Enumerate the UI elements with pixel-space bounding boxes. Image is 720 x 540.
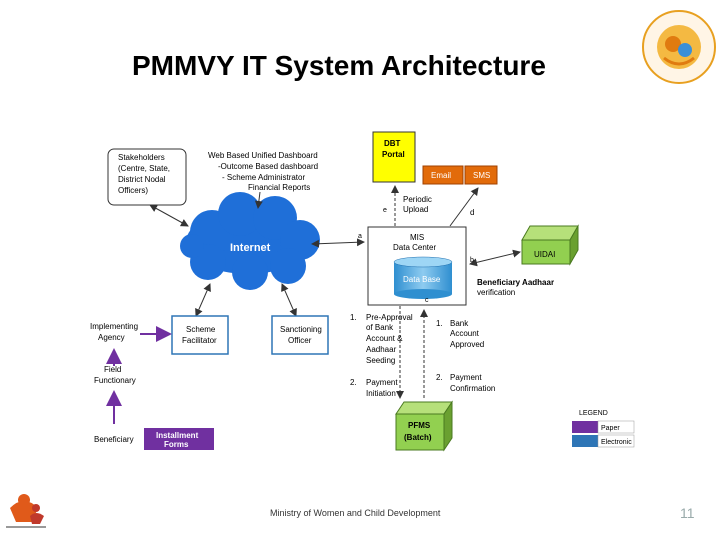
uidai-label: UIDAI [534, 250, 555, 259]
right-step-1-num: 1. [436, 319, 443, 328]
footer-ministry: Ministry of Women and Child Development [270, 508, 441, 518]
email-box [422, 165, 464, 185]
stakeholders-label-1: Stakeholders [118, 153, 165, 162]
right-step-1-a: Bank [450, 319, 469, 328]
dbt-portal-label-2: Portal [382, 150, 405, 159]
database-cylinder [393, 256, 453, 299]
left-step-1-a: Pre-Approval [366, 313, 413, 322]
sanctioning-officer-2: Officer [288, 336, 312, 345]
dashboard-line-4: Financial Reports [248, 183, 310, 192]
internet-label: Internet [230, 242, 271, 254]
stakeholders-label-4: Officers) [118, 186, 148, 195]
label-a: a [358, 233, 362, 240]
pfms-label-2: (Batch) [404, 433, 432, 442]
field-functionary-2: Functionary [94, 376, 136, 385]
mis-label-1: MIS [410, 233, 424, 242]
sms-box [464, 165, 498, 185]
implementing-agency-2: Agency [98, 333, 125, 342]
pfms-label-1: PFMS [408, 421, 431, 430]
stakeholders-box [107, 148, 187, 206]
pmmvy-logo [642, 10, 716, 84]
aadhaar-verification-1: Beneficiary Aadhaar [477, 278, 554, 287]
right-step-2-a: Payment [450, 373, 482, 382]
sms-label: SMS [473, 171, 490, 180]
scheme-facilitator-2: Facilitator [182, 336, 217, 345]
uidai-box [521, 224, 579, 266]
legend-paper-label: Paper [601, 425, 620, 432]
internet-cloud [180, 192, 320, 290]
pfms-box [395, 400, 453, 452]
legend-electronic-swatch [572, 435, 598, 447]
installment-forms-2: Forms [164, 440, 189, 449]
installment-forms-1: Installment [156, 431, 199, 440]
legend-paper-cell [597, 420, 635, 434]
scheme-facilitator-1: Scheme [186, 325, 216, 334]
left-step-1-num: 1. [350, 313, 357, 322]
left-step-1-c: Account & [366, 334, 403, 343]
legend-electronic-cell [597, 434, 635, 448]
sanctioning-officer-1: Sanctioning [280, 325, 322, 334]
slide-title: PMMVY IT System Architecture [132, 50, 546, 81]
stakeholders-label-2: (Centre, State, [118, 164, 170, 173]
label-c: c [425, 297, 429, 304]
label-b: b [470, 257, 474, 264]
left-step-2-a: Payment [366, 378, 398, 387]
dbt-portal-box [372, 131, 416, 183]
periodic-upload-1: Periodic [403, 195, 432, 204]
legend-title: LEGEND [579, 410, 608, 417]
dashboard-line-3: - Scheme Administrator [222, 173, 305, 182]
installment-forms-box [144, 428, 214, 450]
dashboard-line-1: Web Based Unified Dashboard [208, 151, 318, 160]
legend-electronic-label: Electronic [601, 439, 632, 446]
field-functionary-1: Field [104, 365, 121, 374]
label-d: d [470, 208, 474, 217]
email-label: Email [431, 171, 451, 180]
database-label: Data Base [403, 275, 441, 284]
sanctioning-officer-box [271, 315, 329, 355]
right-step-1-b: Account [450, 329, 480, 338]
aadhaar-verification-2: verification [477, 288, 515, 297]
ministry-logo [6, 494, 46, 528]
stakeholders-label-3: District Nodal [118, 175, 166, 184]
mis-label-2: Data Center [393, 243, 436, 252]
left-step-2-num: 2. [350, 378, 357, 387]
page-number: 11 [680, 505, 695, 521]
right-step-1-c: Approved [450, 340, 484, 349]
periodic-upload-2: Upload [403, 205, 428, 214]
dashboard-line-2: -Outcome Based dashboard [218, 162, 318, 171]
legend-paper-swatch [572, 421, 598, 433]
left-step-1-b: of Bank [366, 323, 394, 332]
left-step-2-b: Initiation [366, 389, 396, 398]
left-step-1-d: Aadhaar [366, 345, 397, 354]
right-step-2-b: Confirmation [450, 384, 495, 393]
left-step-1-e: Seeding [366, 356, 395, 365]
label-e: e [383, 207, 387, 214]
implementing-agency-1: Implementing [90, 322, 138, 331]
right-step-2-num: 2. [436, 373, 443, 382]
scheme-facilitator-box [171, 315, 229, 355]
beneficiary-label: Beneficiary [94, 435, 134, 444]
dbt-portal-label-1: DBT [384, 139, 401, 148]
